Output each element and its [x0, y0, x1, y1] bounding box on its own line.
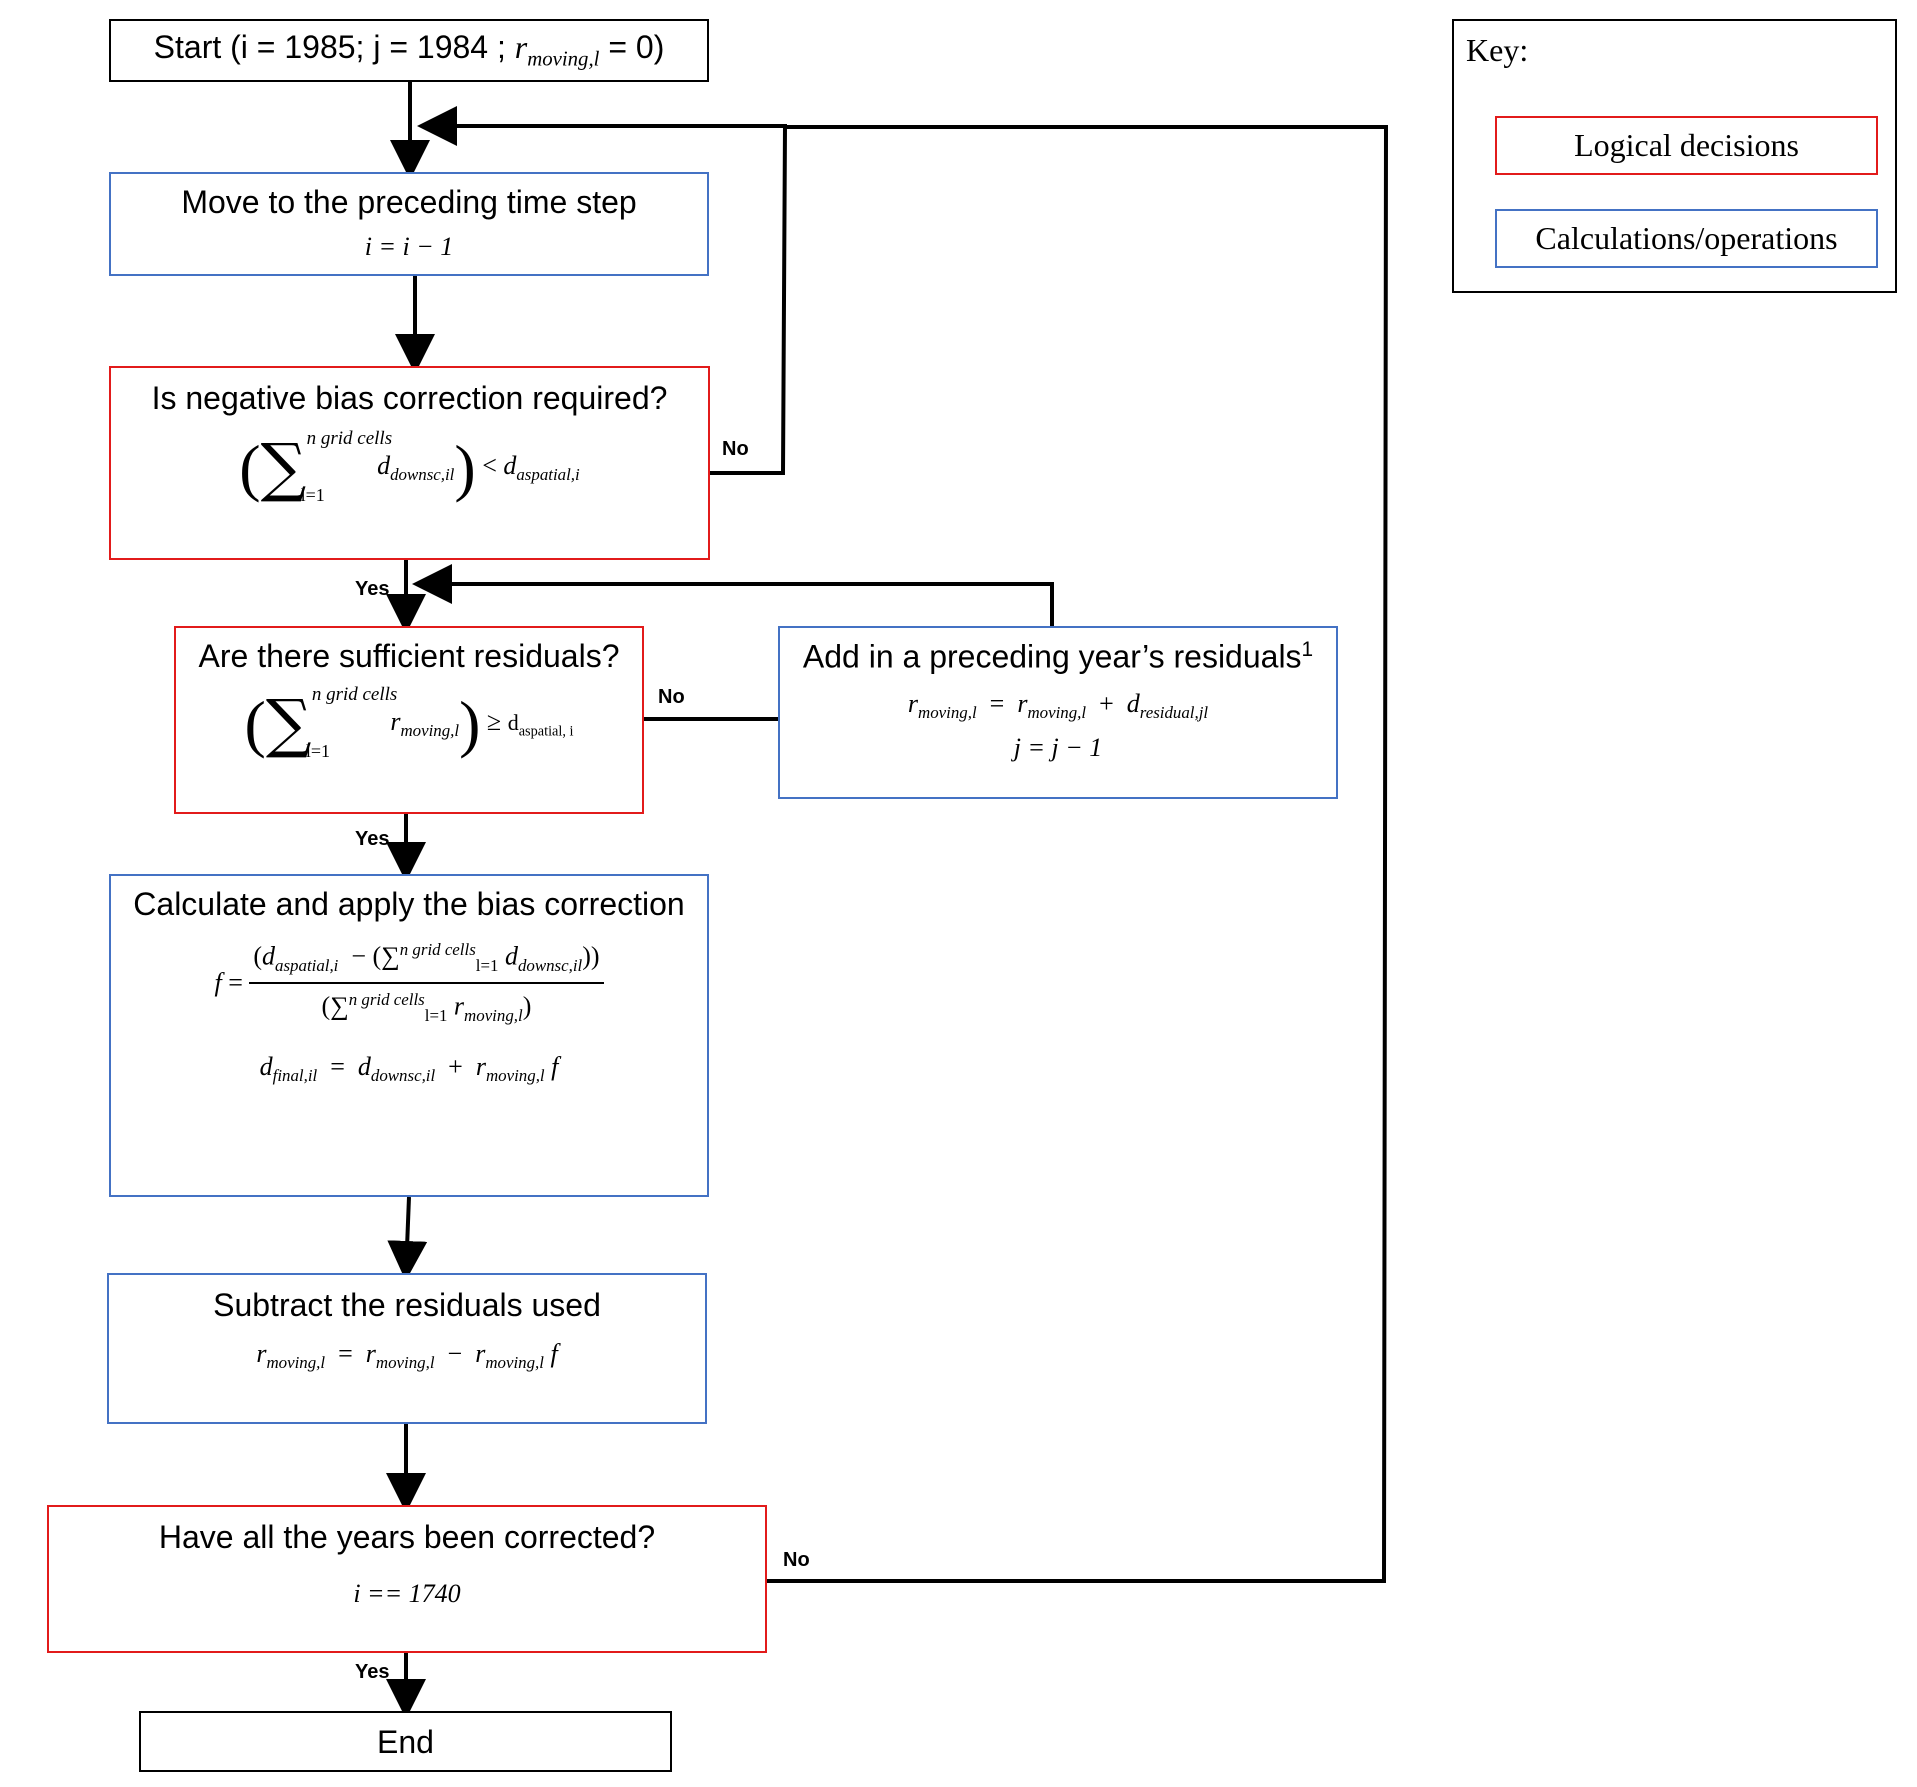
bias-den-sum-upper: n grid cells: [348, 989, 425, 1009]
negative-bias-rhs-sub: aspatial,i: [516, 465, 580, 485]
bias-den-term-sub: moving,l: [464, 1005, 523, 1025]
add-eq1-r1-sub: moving,l: [1027, 702, 1087, 722]
add-eq1-r1: r: [1017, 688, 1028, 718]
start-box: Start (i = 1985; j = 1984 ; rmoving,l = …: [109, 19, 709, 82]
add-residuals-title-text: Add in a preceding year’s residuals: [802, 638, 1302, 675]
start-label: Start (i = 1985; j = 1984 ; rmoving,l = …: [154, 31, 665, 70]
subtract-t1: r: [365, 1339, 376, 1368]
add-eq1-r2-sub: residual,jl: [1139, 702, 1209, 722]
bias-f: f: [214, 967, 222, 997]
negative-bias-title: Is negative bias correction required?: [151, 380, 668, 416]
end-title: End: [377, 1723, 434, 1760]
label-yes-residuals: Yes: [355, 828, 390, 850]
subtract-t2-sub: moving,l: [485, 1353, 544, 1373]
residuals-rhs-sub: aspatial, i: [518, 723, 574, 740]
key-title: Key:: [1466, 32, 1529, 68]
bias-eq2-lhs-sub: final,il: [272, 1065, 318, 1085]
label-no-negative-bias: No: [722, 438, 749, 460]
key-calculations-operations: Calculations/operations: [1495, 209, 1878, 268]
bias-den-term: r: [453, 991, 465, 1021]
subtract-lhs: r: [256, 1339, 267, 1368]
label-yes-negative-bias: Yes: [355, 578, 390, 600]
negative-bias-sum-lower: l=1: [300, 485, 325, 505]
key-box: [1452, 19, 1897, 293]
subtract-equation: rmoving,l = rmoving,l − rmoving,l f: [256, 1339, 558, 1373]
bias-fraction-numerator: (daspatial,i − (∑n grid cellsl=1 ddownsc…: [249, 940, 604, 984]
subtract-lhs-sub: moving,l: [266, 1353, 326, 1373]
residuals-relation: ≥: [486, 706, 502, 736]
bias-num-d-sub: aspatial,i: [275, 955, 339, 975]
start-r-sub: moving,l: [527, 47, 600, 71]
loop-all-years-no: [767, 125, 1389, 1583]
label-no-residuals: No: [658, 686, 685, 708]
loop-add-residuals-return: [412, 564, 1054, 626]
residuals-title: Are there sufficient residuals?: [198, 638, 620, 674]
negative-bias-term-sub: downsc,il: [390, 465, 455, 485]
add-eq1-lhs-sub: moving,l: [918, 702, 977, 722]
bias-num-d: d: [262, 941, 276, 971]
start-text-post: = 0): [599, 28, 665, 65]
add-eq1-r2: d: [1126, 688, 1140, 718]
move-title: Move to the preceding time step: [181, 184, 637, 220]
bias-correction-eq2: dfinal,il = ddownsc,il + rmoving,l f: [259, 1051, 559, 1085]
bias-eq2-t2-sub: moving,l: [485, 1065, 545, 1085]
subtract-title: Subtract the residuals used: [213, 1287, 601, 1323]
negative-bias-sum-upper: n grid cells: [306, 428, 393, 449]
residuals-box: Are there sufficient residuals? (∑n grid…: [174, 626, 644, 814]
residuals-term-sub: moving,l: [400, 721, 460, 741]
start-r: r: [514, 28, 528, 65]
subtract-t1-sub: moving,l: [375, 1353, 435, 1373]
end-box: End: [139, 1711, 672, 1772]
bias-den-sum-lower: l=1: [424, 1005, 448, 1025]
residuals-term: r: [390, 706, 401, 736]
bias-eq2-f: f: [551, 1051, 559, 1081]
add-residuals-eq2: j = j − 1: [1013, 732, 1103, 762]
add-eq1-lhs: r: [907, 688, 918, 718]
bias-num-term-sub: downsc,il: [517, 955, 583, 975]
arrow-bias-to-subtract: [387, 1196, 428, 1281]
bias-eq2-t1-sub: downsc,il: [370, 1065, 436, 1085]
all-years-equation: i == 1740: [353, 1579, 461, 1608]
all-years-box: Have all the years been corrected? i == …: [47, 1505, 767, 1653]
key-logical-decisions: Logical decisions: [1495, 116, 1878, 175]
negative-bias-box: Is negative bias correction required? (∑…: [109, 366, 710, 560]
residuals-rhs: d: [507, 709, 519, 735]
add-residuals-box: Add in a preceding year’s residuals1 rmo…: [778, 626, 1338, 799]
subtract-f: f: [550, 1339, 558, 1368]
residuals-sum-upper: n grid cells: [311, 684, 398, 705]
bias-num-term: d: [504, 941, 518, 971]
add-residuals-title: Add in a preceding year’s residuals1: [802, 638, 1314, 675]
bias-eq2-lhs: d: [259, 1051, 273, 1081]
negative-bias-rhs: d: [503, 450, 517, 480]
loop-negative-no: [417, 106, 788, 475]
move-equation: i = i − 1: [364, 232, 454, 261]
add-residuals-footnote: 1: [1301, 638, 1314, 661]
label-yes-all-years: Yes: [355, 1661, 390, 1683]
subtract-box: Subtract the residuals used rmoving,l = …: [107, 1273, 707, 1424]
bias-num-sum-lower: l=1: [475, 955, 499, 975]
add-residuals-eq1: rmoving,l = rmoving,l + dresidual,jl: [907, 688, 1209, 722]
negative-bias-term: d: [377, 450, 391, 480]
bias-correction-eq1: f = (daspatial,i − (∑n grid cellsl=1 ddo…: [214, 940, 604, 1026]
bias-correction-title: Calculate and apply the bias correction: [133, 886, 685, 922]
subtract-t2: r: [475, 1339, 486, 1368]
negative-bias-relation: <: [482, 450, 497, 480]
bias-fraction: (daspatial,i − (∑n grid cellsl=1 ddownsc…: [249, 940, 604, 1026]
bias-eq2-t2: r: [475, 1051, 486, 1081]
residuals-sum-lower: l=1: [305, 741, 330, 761]
move-box: Move to the preceding time step i = i − …: [109, 172, 709, 276]
bias-eq2-t1: d: [357, 1051, 371, 1081]
bias-num-sum-upper: n grid cells: [399, 940, 476, 959]
start-text-pre: Start (i = 1985; j = 1984 ;: [153, 28, 515, 65]
all-years-title: Have all the years been corrected?: [158, 1519, 656, 1555]
bias-fraction-denominator: (∑n grid cellsl=1 rmoving,l): [321, 989, 532, 1025]
bias-correction-box: Calculate and apply the bias correction …: [109, 874, 709, 1197]
label-no-all-years: No: [783, 1549, 810, 1571]
